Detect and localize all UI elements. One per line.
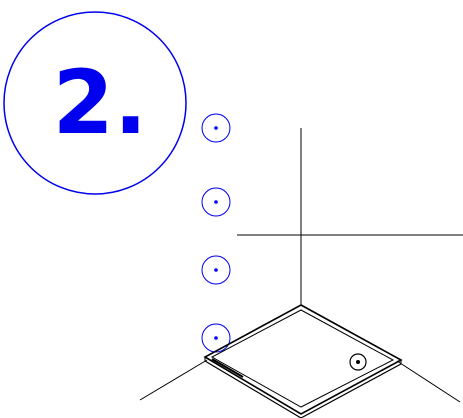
tray-inner-edge [210, 309, 395, 408]
step-badge-circle [3, 11, 187, 195]
marker-column [201, 113, 231, 353]
corner-guide-lines [139, 128, 463, 403]
tray-left-shadow [211, 358, 244, 378]
marker-circle-3 [201, 255, 231, 285]
marker-circle-1 [201, 113, 231, 143]
marker-circle-4 [201, 323, 231, 353]
step-badge: 2. [3, 11, 187, 195]
tray-front-left-bottom [204, 360, 302, 418]
marker-circle-2 [201, 187, 231, 217]
tray-front-right-bottom [300, 363, 402, 418]
shower-tray [203, 304, 403, 418]
left-floor-line [139, 359, 208, 401]
right-floor-line [396, 360, 461, 403]
step-number: 2. [53, 51, 148, 154]
drain-circle-icon [349, 353, 367, 371]
tray-outer-rim [203, 304, 403, 415]
